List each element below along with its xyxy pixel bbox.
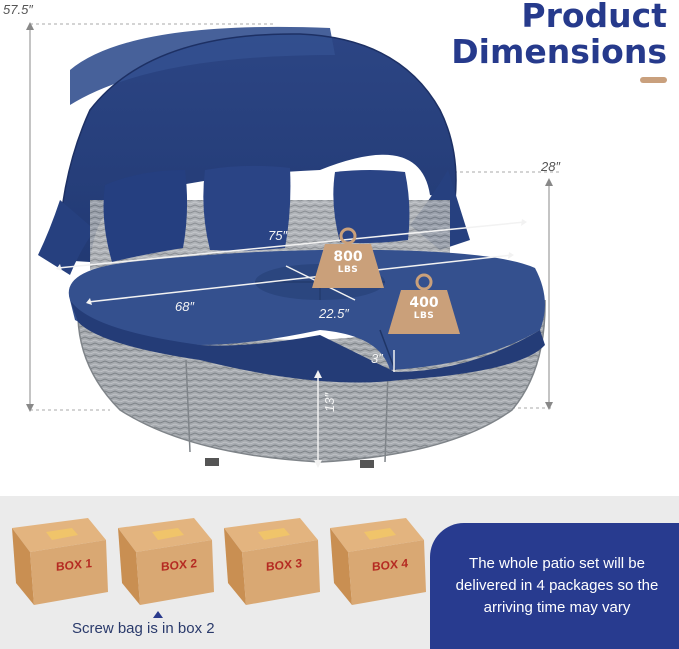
seat-height-label: 13″ [322,392,337,412]
seat-height-dimension [314,370,322,468]
weight-value: 800 [333,249,363,265]
weight-unit: LBS [337,265,359,275]
weight-badge-800: 800 LBS [322,249,374,276]
pillows [103,165,410,262]
table-diameter-label: 22.5″ [319,306,349,321]
delivery-notice-panel [430,523,679,649]
weight-unit: LBS [413,311,435,321]
seat-width-dimension [86,252,514,305]
weight-value: 400 [409,295,439,311]
weight-icon [388,273,460,334]
box-icon [330,518,426,605]
canopy-width-label: 75″ [268,228,288,243]
box-icon [118,518,214,605]
box-icon [224,518,320,605]
page-title-line1: Product [521,0,667,35]
delivery-notice-text: The whole patio set will be delivered in… [455,555,659,616]
canopy-depth-label: 28″ [541,159,561,174]
weight-icon [312,227,384,288]
box-icon [12,518,108,605]
page-title-line2: Dimensions [451,32,667,71]
overall-height-dimension [26,22,275,412]
overall-height-label: 57.5″ [3,2,33,17]
canopy-width-dimension [56,219,527,271]
weight-badge-400: 400 LBS [398,295,450,322]
title-accent-bar [640,77,667,83]
up-arrow-icon [153,611,163,618]
screw-bag-note: Screw bag is in box 2 [72,620,215,637]
seat-width-label: 68″ [175,299,195,314]
cushion-thickness-label: 3″ [371,351,383,366]
